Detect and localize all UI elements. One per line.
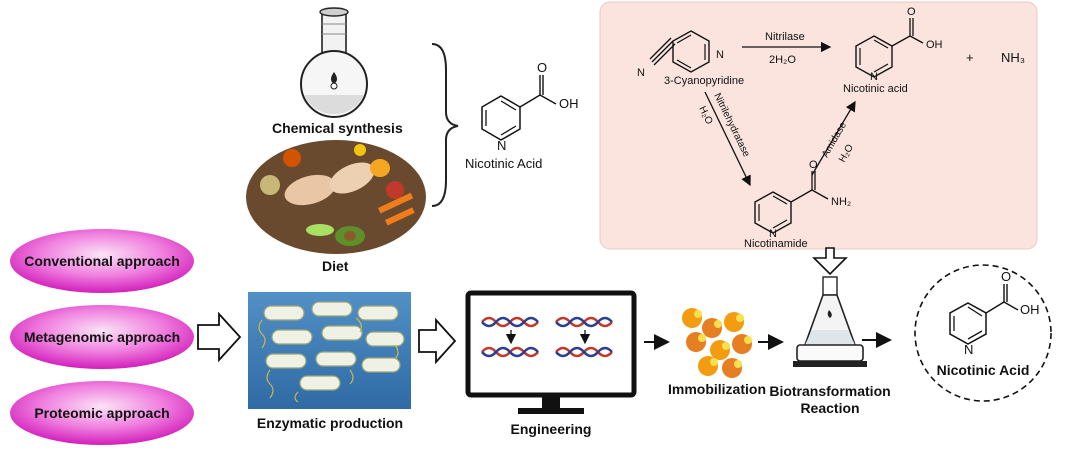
final-product-label: Nicotinic Acid xyxy=(937,362,1030,378)
hollow-arrow-1 xyxy=(197,311,242,363)
enzymatic-panel xyxy=(248,292,411,409)
biotransformation-label-2: Reaction xyxy=(800,400,859,416)
plus-sign: + xyxy=(966,50,974,65)
enzymatic-label: Enzymatic production xyxy=(257,415,403,431)
immobilization-label: Immobilization xyxy=(668,381,766,397)
diet-food-image xyxy=(246,140,426,254)
mid-acid-oh: OH xyxy=(559,96,579,111)
hollow-arrow-2 xyxy=(418,317,457,365)
svg-text:O: O xyxy=(537,60,547,75)
nitrilase-label: Nitrilase xyxy=(765,31,805,43)
monitor-icon xyxy=(465,290,637,414)
approach-proteomic: Proteomic approach xyxy=(34,405,169,421)
cyanopyridine-label: 3-Cyanopyridine xyxy=(664,75,744,87)
nitrilase-water: 2H₂O xyxy=(769,54,796,66)
box-acid-oh: OH xyxy=(926,39,943,51)
cyanopyridine-structure xyxy=(649,30,710,73)
amide-ring-n: N xyxy=(769,228,777,240)
amidase-arrow xyxy=(811,100,856,176)
hollow-arrow-down xyxy=(812,247,848,276)
svg-text:O: O xyxy=(809,159,818,171)
bioreactor-flask-icon xyxy=(793,276,867,367)
immobilized-beads-icon xyxy=(682,308,752,378)
approach-ellipse-conventional xyxy=(10,229,194,293)
engineering-label: Engineering xyxy=(511,421,592,437)
flask-icon xyxy=(300,7,368,118)
approach-ellipse-metagenomic xyxy=(10,305,194,369)
source-brace xyxy=(431,43,459,207)
approach-metagenomic: Metagenomic approach xyxy=(24,329,180,345)
nicotinic-acid-structure: O xyxy=(481,60,557,141)
reaction-panel-bg xyxy=(599,1,1038,250)
nicotinic-acid-box-structure: O xyxy=(855,6,924,78)
box-acid-ring-n: N xyxy=(870,71,878,83)
ammonia-label: NH₃ xyxy=(1001,50,1025,65)
reaction-panel: N N 3-Cyanopyridine Nitrilase 2H₂O O OH … xyxy=(599,1,1038,250)
chemical-synthesis-label: Chemical synthesis xyxy=(272,120,403,136)
mid-acid-label: Nicotinic Acid xyxy=(465,156,542,171)
amide-nh2: NH₂ xyxy=(831,196,851,208)
svg-text:O: O xyxy=(907,6,916,18)
svg-text:O: O xyxy=(1001,269,1011,284)
final-acid-ring-n: N xyxy=(964,342,973,357)
nitrile-n: N xyxy=(637,67,645,79)
box-acid-label: Nicotinic acid xyxy=(843,83,908,95)
approach-ellipses xyxy=(10,229,194,445)
nicotinamide-label: Nicotinamide xyxy=(744,238,808,250)
approach-conventional: Conventional approach xyxy=(24,253,180,269)
final-acid-oh: OH xyxy=(1020,302,1040,317)
diet-label: Diet xyxy=(322,258,349,274)
final-nicotinic-acid-structure: O xyxy=(949,269,1019,345)
cyanopyridine-ring-n: N xyxy=(716,49,724,61)
nitrile-hydratase-arrow xyxy=(704,91,751,187)
final-product-circle xyxy=(914,264,1052,402)
mid-acid-ring-n: N xyxy=(497,138,506,153)
nicotinamide-structure: O xyxy=(754,159,829,234)
biotransformation-label-1: Biotransformation xyxy=(769,383,890,399)
approach-ellipse-proteomic xyxy=(10,381,194,445)
